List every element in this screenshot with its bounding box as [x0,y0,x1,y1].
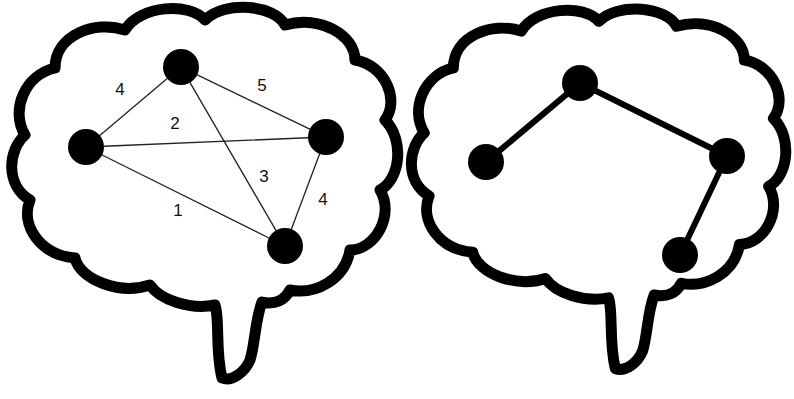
graph-edge [500,95,566,151]
graph-vertex [163,49,199,85]
vertex-dot [662,237,698,273]
graph-vertex [662,237,698,273]
vertex-dot [267,228,303,264]
vertex-dot [709,138,745,174]
vertex-dot [308,119,344,155]
vertex-dot [562,65,598,101]
graph-vertex [468,144,504,180]
graph-vertex [308,119,344,155]
vertex-dot [163,49,199,85]
vertex-dot [267,228,303,264]
graph-edge [102,155,269,238]
graph-vertex [562,65,598,101]
edge-weight: 1 [171,202,184,220]
brain-outline [411,9,785,369]
vertex-dot [562,65,598,101]
edge-weight: 4 [316,191,329,209]
graph-edge [104,138,308,147]
vertex-dot [308,119,344,155]
vertex-dot [468,144,504,180]
graph-edge [100,79,167,136]
graph-edge [197,75,310,129]
graph-edge [596,91,711,148]
vertex-dot [68,129,104,165]
graph-edge [688,172,720,238]
edge-weight: 3 [257,168,270,186]
vertex-dot [163,49,199,85]
graph-vertex [709,138,745,174]
vertex-dot [709,138,745,174]
vertex-dot [468,144,504,180]
graph-vertex [68,129,104,165]
graph-vertex [267,228,303,264]
vertex-dot [68,129,104,165]
brain-outline [12,7,398,379]
graph-edge [190,83,276,231]
vertex-dot [662,237,698,273]
edge-weight: 5 [255,77,268,95]
edge-weight: 2 [168,115,181,133]
edge-weight: 4 [113,81,126,99]
